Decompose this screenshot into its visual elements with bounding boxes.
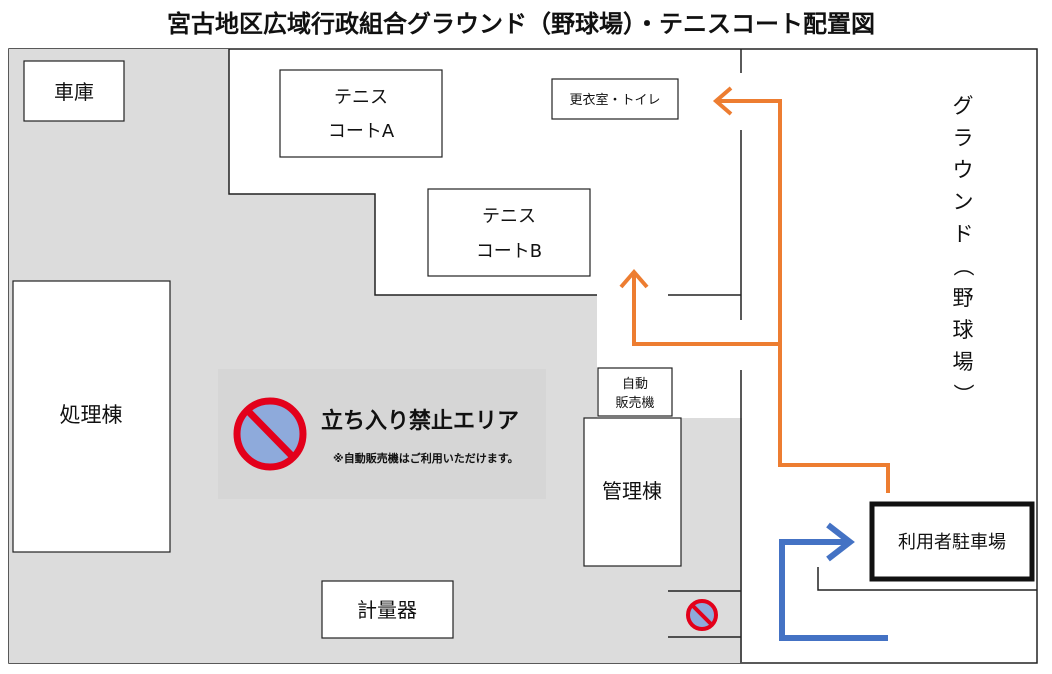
blue-route	[779, 522, 888, 641]
ground-label-char: ラ	[953, 126, 974, 150]
tennis-area-boundary	[228, 49, 597, 296]
diagram-title: 宮古地区広域行政組合グラウンド（野球場）・テニスコート配置図	[167, 10, 875, 38]
orange-arrowhead-toilet	[712, 86, 733, 116]
restricted-area-fill	[9, 49, 742, 663]
ground-label-char: 球	[953, 318, 974, 342]
ground-label-char: 場	[953, 350, 974, 374]
ground-label-char: 野	[953, 286, 974, 310]
vending-machine-label-1: 自動	[622, 377, 648, 392]
user-parking-lot	[869, 501, 1035, 582]
orange-route	[619, 86, 890, 493]
ground-label-char: ）	[951, 384, 975, 405]
blue-route-main	[779, 539, 888, 641]
prohibition-icon-large	[233, 397, 307, 471]
tennis-court-a	[279, 69, 443, 158]
orange-arrowhead-tennis	[619, 268, 649, 289]
tennis-court-a-label-2: コートA	[328, 121, 395, 142]
vending-machine-box	[597, 367, 673, 417]
changing-toilet-box	[551, 78, 679, 120]
changing-toilet-label: 更衣室・トイレ	[569, 92, 660, 108]
management-building-label: 管理棟	[602, 479, 662, 503]
tennis-court-b-label-2: コートB	[476, 241, 542, 262]
garage-box	[23, 60, 125, 122]
parking-entrance-line	[817, 567, 1037, 591]
ground-baseball-field-label: グラウンド （ 野球場 ）	[951, 94, 975, 405]
user-parking-lot-label: 利用者駐車場	[898, 532, 1006, 553]
ground-label-char: グ	[953, 94, 974, 118]
restricted-area-label: 立ち入り禁止エリア	[321, 408, 519, 434]
tennis-court-b-label-1: テニス	[482, 206, 536, 227]
ground-label-char: ン	[953, 190, 974, 214]
management-building	[583, 417, 682, 567]
ground-label-char: ド	[953, 222, 974, 246]
tennis-court-b	[427, 188, 591, 277]
ground-label-char: （	[951, 256, 975, 277]
orange-route-branch	[632, 272, 780, 346]
tennis-court-a-label-1: テニス	[334, 87, 388, 108]
processing-building-label: 処理棟	[60, 403, 123, 427]
scale-box	[321, 580, 454, 639]
blue-arrowhead	[826, 522, 855, 562]
orange-route-main	[716, 99, 890, 493]
ground-label-char: ウ	[953, 158, 974, 182]
prohibition-icon-small	[686, 599, 718, 631]
vending-machine-label-2: 販売機	[615, 395, 654, 411]
garage-label: 車庫	[54, 80, 94, 104]
restricted-area-note: ※自動販売機はご利用いただけます。	[333, 451, 519, 465]
scale-label: 計量器	[357, 598, 417, 622]
processing-building	[12, 280, 171, 553]
